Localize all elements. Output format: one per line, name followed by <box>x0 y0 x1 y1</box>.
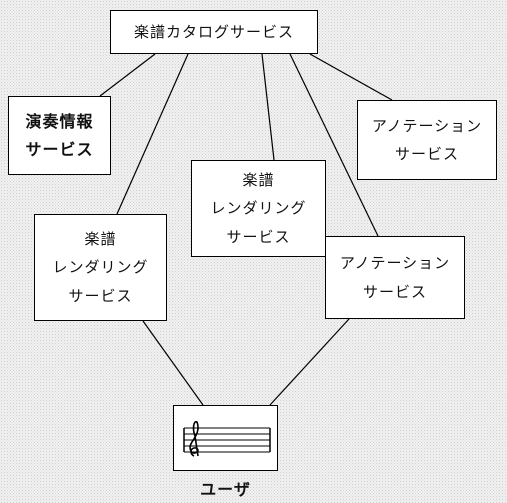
rendering-left-line-3: サービス <box>68 286 133 305</box>
link-catalog-rendering-center <box>261 53 275 161</box>
link-catalog-annotation-mid <box>289 53 379 237</box>
performance-service-line-2: サービス <box>25 139 94 159</box>
link-annotation-mid-user <box>269 318 350 406</box>
rendering-left-line-2: レンダリング <box>52 258 149 277</box>
annotation-service-top-box: アノテーション サービス <box>357 100 497 180</box>
user-label: ユーザ <box>200 480 251 499</box>
link-catalog-performance <box>99 53 156 97</box>
annotation-top-line-1: アノテーション <box>371 116 483 135</box>
link-catalog-rendering-left <box>116 53 189 215</box>
rendering-left-line-1: 楽譜 <box>84 229 117 248</box>
performance-service-line-1: 演奏情報 <box>25 111 94 131</box>
rendering-center-line-1: 楽譜 <box>242 170 275 189</box>
catalog-service-label: 楽譜カタログサービス <box>133 22 294 41</box>
rendering-service-center-box: 楽譜 レンダリング サービス <box>191 160 326 257</box>
performance-info-service-box: 演奏情報 サービス <box>8 96 111 175</box>
annotation-service-mid-box: アノテーション サービス <box>325 236 465 319</box>
annotation-top-line-2: サービス <box>394 145 459 163</box>
rendering-center-line-3: サービス <box>226 227 291 246</box>
rendering-service-left-box: 楽譜 レンダリング サービス <box>34 214 167 321</box>
annotation-mid-line-2: サービス <box>362 282 427 301</box>
annotation-mid-line-1: アノテーション <box>339 254 451 272</box>
link-catalog-annotation-top <box>309 53 393 101</box>
user-box <box>173 405 278 471</box>
rendering-center-line-2: レンダリング <box>210 199 307 218</box>
music-score-icon <box>183 420 271 457</box>
catalog-service-box: 楽譜カタログサービス <box>110 10 318 54</box>
link-rendering-left-user <box>142 320 204 406</box>
